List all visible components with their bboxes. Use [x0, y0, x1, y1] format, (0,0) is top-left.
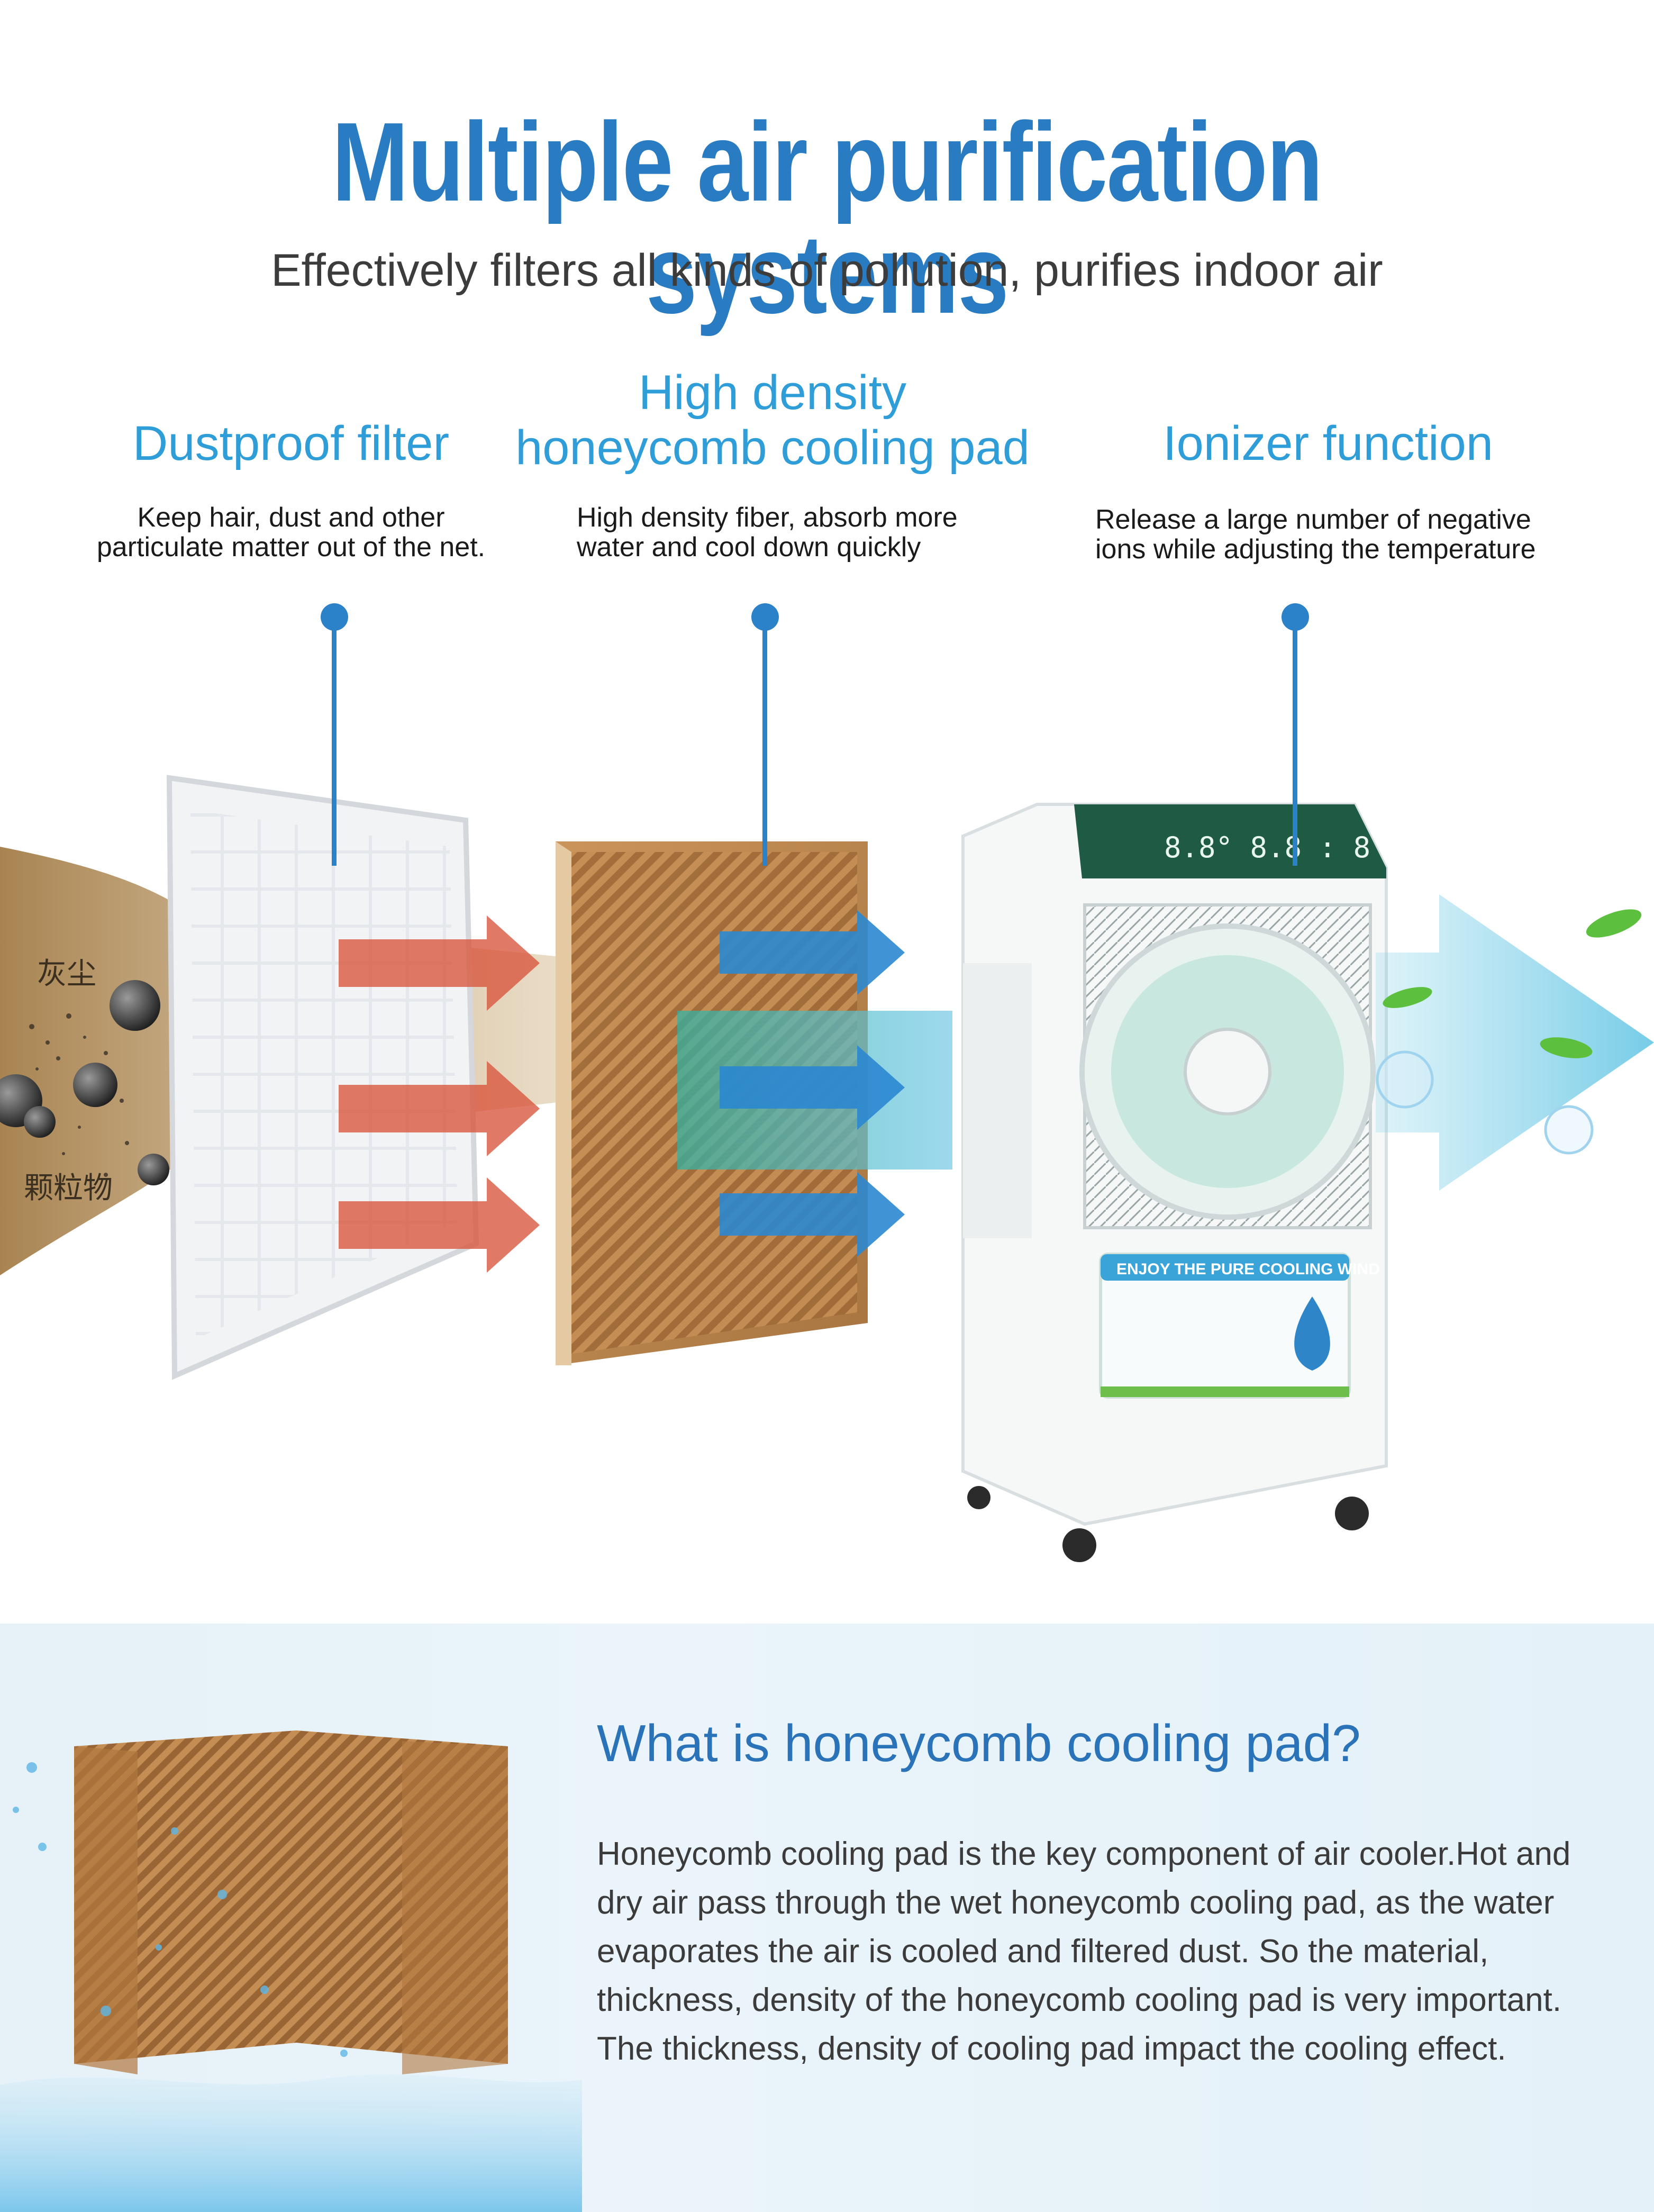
leaves: [1383, 909, 1642, 1058]
pin-line-honeycomb: [762, 617, 767, 866]
feature-title-honeycomb: High density honeycomb cooling pad: [515, 366, 1030, 475]
feature-title-dustproof: Dustproof filter: [132, 416, 450, 470]
feature-desc-dustproof: Keep hair, dust and other particulate ma…: [96, 502, 486, 563]
pin-line-ionizer: [1293, 617, 1297, 866]
feature-desc-ionizer: Release a large number of negative ions …: [1095, 504, 1536, 565]
cool-air-arrow: [1376, 894, 1654, 1191]
air-cooler: 8.8° 8.8 : 8 ENJOY THE PURE COOLING WIND: [961, 803, 1388, 1562]
dust-label: 灰尘: [37, 957, 96, 991]
red-arrows: [339, 915, 540, 1273]
honeycomb-pad-splash-image: [0, 1730, 582, 2212]
honeycomb-description: Honeycomb cooling pad is the key compone…: [597, 1836, 1571, 2067]
purification-illustration: 8.8° 8.8 : 8 ENJOY THE PURE COOLING WIND: [0, 775, 1654, 1562]
dust-particles: [0, 980, 169, 1185]
particles-label: 颗粒物: [24, 1171, 113, 1205]
blue-arrows: [720, 910, 905, 1257]
bubbles: [1376, 1050, 1594, 1155]
cooler-display: 8.8° 8.8 : 8: [1164, 831, 1370, 864]
honeycomb-question: What is honeycomb cooling pad?: [597, 1714, 1361, 1772]
feature-desc-honeycomb: High density fiber, absorb more water an…: [577, 502, 958, 563]
cooler-sticker: ENJOY THE PURE COOLING WIND: [1116, 1261, 1380, 1278]
feature-title-ionizer: Ionizer function: [1163, 416, 1493, 470]
pin-line-dustproof: [332, 617, 337, 866]
dustproof-filter: [166, 775, 479, 1380]
page-title: Multiple air purification systems: [332, 99, 1323, 337]
page-subtitle: Effectively filters all kinds of polluti…: [271, 245, 1383, 296]
